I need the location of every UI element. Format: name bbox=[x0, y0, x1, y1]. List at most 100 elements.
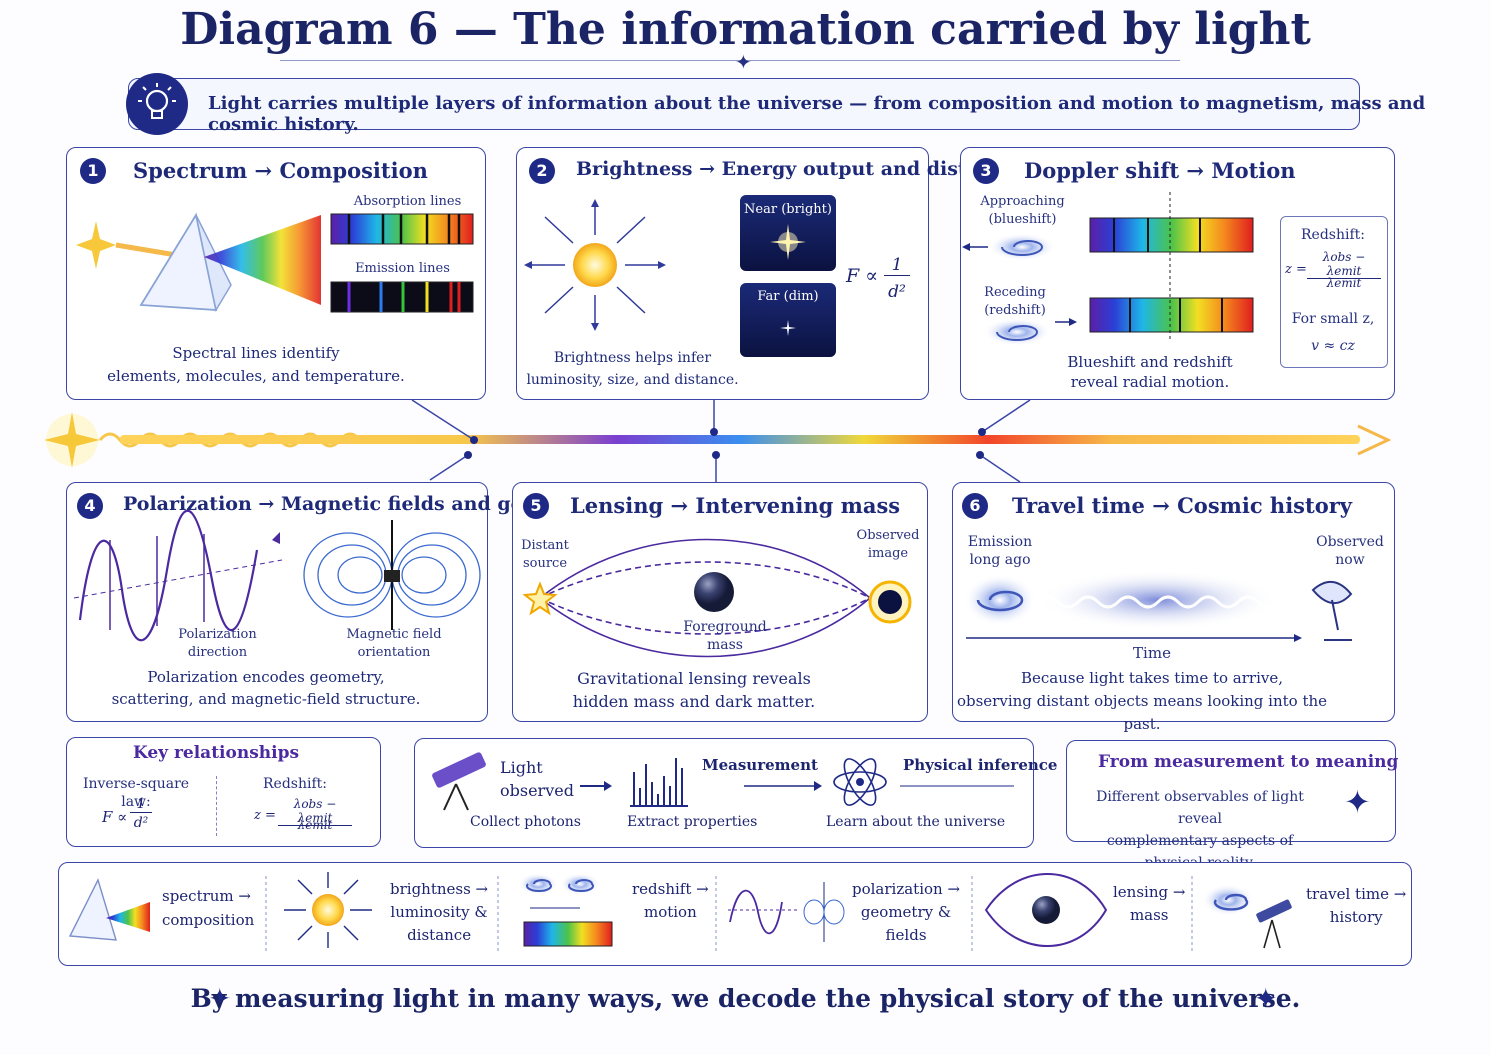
key-z-num: λobs − λemit bbox=[278, 797, 352, 826]
title-divider bbox=[280, 60, 1180, 61]
bright-star-icon bbox=[770, 224, 806, 260]
galaxy-telescope-icon bbox=[1202, 884, 1292, 949]
panel-caption-line: Polarization encodes geometry, bbox=[147, 668, 385, 686]
measurement-flow-box bbox=[414, 738, 1034, 848]
panel-caption-line: Gravitational lensing reveals bbox=[577, 669, 811, 688]
approaching-label: Approaching(blueshift) bbox=[980, 194, 1065, 227]
summary-brightness: brightness →luminosity &distance bbox=[390, 880, 489, 944]
prism-icon bbox=[68, 878, 150, 941]
key-z-den: λemit bbox=[297, 818, 333, 832]
sparkle-icon: ✦ bbox=[208, 982, 232, 1015]
absorption-spectrum bbox=[330, 213, 474, 245]
vcz-formula: v ≈ cz bbox=[1311, 338, 1355, 354]
telescope-icon bbox=[432, 752, 486, 811]
galaxy-approaching-icon bbox=[962, 233, 1056, 261]
key-f-num: 1 bbox=[130, 796, 152, 813]
panel-number: 6 bbox=[962, 493, 988, 519]
summary-icons bbox=[68, 872, 1292, 952]
summary-lensing: lensing →mass bbox=[1113, 883, 1186, 924]
key-relationships-box bbox=[66, 737, 381, 847]
key-f-lhs: F ∝ bbox=[102, 808, 128, 826]
sparkle-icon: ✦ bbox=[1344, 783, 1371, 821]
z-numerator: λobs − λemit bbox=[1307, 250, 1381, 279]
panel-title: Lensing → Intervening mass bbox=[570, 493, 901, 518]
intro-text: Light carries multiple layers of informa… bbox=[208, 93, 1426, 135]
key-f-den: d² bbox=[133, 815, 149, 831]
polarized-wave-icon bbox=[73, 509, 283, 642]
sun-icon bbox=[284, 872, 372, 948]
panel-caption-line: elements, molecules, and temperature. bbox=[107, 367, 405, 385]
panel-title: Doppler shift → Motion bbox=[1024, 158, 1296, 183]
panel-caption-line: luminosity, size, and distance. bbox=[526, 372, 739, 388]
far-label: Far (dim) bbox=[757, 289, 819, 304]
panel-number: 5 bbox=[523, 493, 549, 519]
panel-caption-line: observing distant objects means looking … bbox=[956, 692, 1328, 733]
panel-number: 1 bbox=[80, 158, 106, 184]
time-axis-label: Time bbox=[1133, 644, 1171, 662]
panel-number: 2 bbox=[529, 158, 555, 184]
summary-spectrum: spectrum →composition bbox=[162, 887, 255, 929]
panel-number: 4 bbox=[77, 493, 103, 519]
learn-label: Learn about the universe bbox=[826, 814, 1006, 830]
lensing-illustration bbox=[522, 538, 912, 658]
measurement-label: Measurement bbox=[702, 756, 818, 774]
panel-title: Travel time → Cosmic history bbox=[1012, 493, 1352, 518]
panel-title: Spectrum → Composition bbox=[133, 158, 428, 183]
atom-icon bbox=[833, 758, 887, 806]
receding-label: Receding(redshift) bbox=[984, 285, 1046, 318]
key-divider bbox=[216, 776, 218, 836]
sparkle-icon: ✦ bbox=[735, 50, 752, 74]
key-title: Key relationships bbox=[132, 743, 300, 763]
redshift-label: Redshift: bbox=[1301, 227, 1365, 243]
extract-label: Extract properties bbox=[627, 814, 758, 830]
doppler-spectra bbox=[1089, 192, 1254, 342]
page-title: Diagram 6 — The information carried by l… bbox=[180, 4, 1311, 55]
panel-caption-line: Brightness helps infer bbox=[553, 350, 712, 366]
lightbulb-icon bbox=[126, 73, 188, 135]
galaxy-pair-icon bbox=[518, 873, 613, 947]
panel-title: Brightness → Energy output and distance bbox=[576, 158, 1017, 180]
panel-caption-line: Blueshift and redshift bbox=[1067, 353, 1233, 371]
key-redshift-label: Redshift: bbox=[263, 776, 327, 792]
summary-travel: travel time →history bbox=[1306, 885, 1407, 926]
sun-radiating-icon bbox=[524, 199, 666, 331]
intro-banner bbox=[128, 78, 1360, 130]
lens-eye-icon bbox=[984, 873, 1108, 947]
formula-numerator: 1 bbox=[884, 255, 910, 276]
sparkle-icon: ✦ bbox=[1254, 982, 1278, 1015]
panel-caption-line: hidden mass and dark matter. bbox=[572, 692, 816, 711]
meaning-box bbox=[1066, 740, 1396, 842]
small-z-label: For small z, bbox=[1291, 311, 1375, 327]
redshift-box bbox=[1280, 216, 1388, 368]
summary-redshift: redshift →motion bbox=[632, 880, 709, 921]
emission-spectrum bbox=[330, 281, 474, 313]
formula-denominator: d² bbox=[888, 282, 906, 302]
panel-title: Polarization → Magnetic fields and geome… bbox=[123, 493, 598, 515]
histogram-icon bbox=[630, 758, 688, 807]
panel-caption-line: scattering, and magnetic-field structure… bbox=[111, 690, 421, 708]
inference-label: Physical inference bbox=[903, 756, 1058, 774]
summary-strip bbox=[58, 862, 1412, 966]
flow-illustration bbox=[432, 752, 1014, 811]
prism-illustration bbox=[76, 212, 321, 313]
panel-caption-line: Because light takes time to arrive, bbox=[1020, 669, 1284, 687]
key-z-lhs: z = bbox=[254, 808, 276, 823]
inverse-square-formula: F ∝ bbox=[846, 265, 879, 287]
z-denominator: λemit bbox=[1326, 276, 1362, 290]
absorption-label: Absorption lines bbox=[353, 194, 462, 209]
summary-polarization: polarization →geometry &fields bbox=[852, 880, 961, 944]
panel-caption-line: Spectral lines identify bbox=[172, 344, 340, 362]
z-lhs: z = bbox=[1285, 262, 1307, 277]
meaning-title: From measurement to meaning bbox=[1098, 752, 1399, 772]
panel-caption-line: reveal radial motion. bbox=[1070, 373, 1230, 391]
footer-text: By measuring light in many ways, we deco… bbox=[190, 984, 1301, 1013]
emission-label: Emission lines bbox=[355, 261, 450, 276]
